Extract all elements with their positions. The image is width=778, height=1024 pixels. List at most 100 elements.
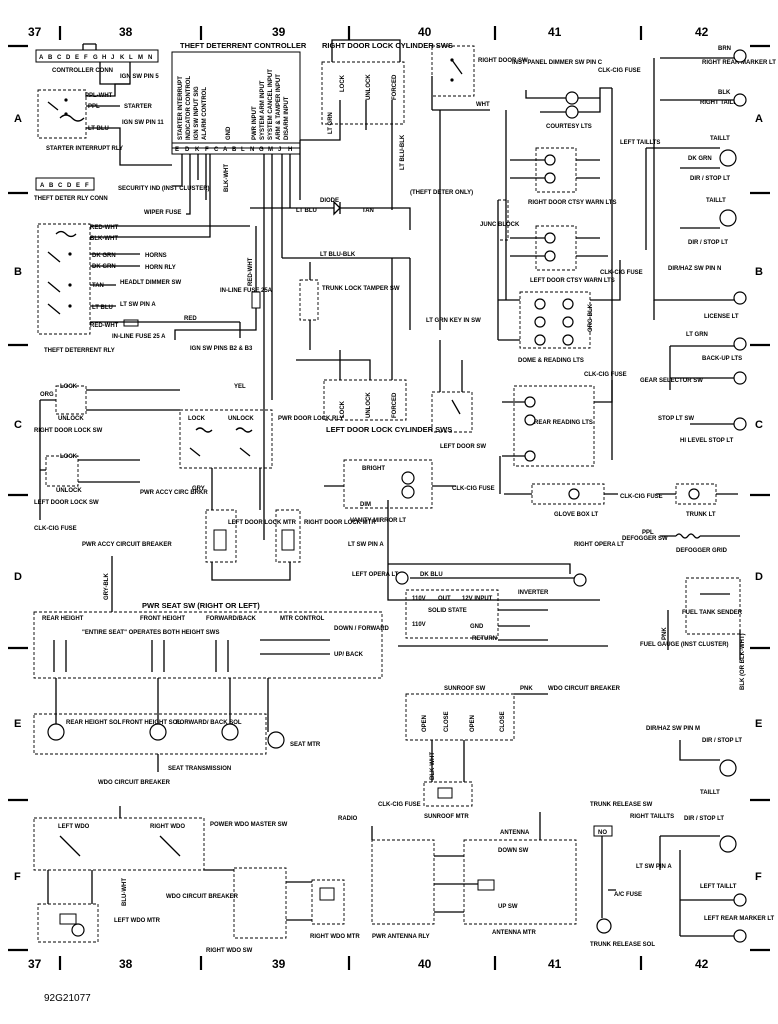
inv-solid-state: SOLID STATE bbox=[428, 608, 467, 614]
fuel-gauge-label: FUEL GAUGE (INST CLUSTER) bbox=[640, 642, 729, 648]
ldl-unlock: UNLOCK bbox=[56, 488, 82, 494]
rly-conn-B: B bbox=[49, 183, 54, 189]
dir-haz-label: DIR/HAZ SW PIN N bbox=[668, 266, 721, 272]
pwr-door-lock-relay: LOCK UNLOCK PWR DOOR LOCK RLY bbox=[179, 409, 343, 469]
wire-org-1: ORG bbox=[40, 392, 54, 398]
dir-haz-pin-m: DIR/HAZ SW PIN M bbox=[646, 726, 700, 732]
starter-ign-sw: IGN SW PIN 11 bbox=[122, 120, 164, 126]
trunk-lt-fuse: CLK-CIG FUSE bbox=[620, 494, 663, 500]
rly-conn-C: C bbox=[58, 183, 63, 189]
clk-cig-fuse-mid: CLK-CIG FUSE bbox=[600, 270, 643, 276]
conn-pin-H: H bbox=[102, 55, 106, 61]
wiper-fuse-label: WIPER FUSE bbox=[144, 210, 181, 216]
seat-entire-note: "ENTIRE SEAT" OPERATES BOTH HEIGHT SWS bbox=[82, 630, 219, 636]
glove-box-label: GLOVE BOX LT bbox=[554, 512, 599, 518]
right-door-ctsy-lamps: RIGHT DOOR CTSY WARN LTS bbox=[510, 147, 616, 206]
left-door-ctsy-lamps: LEFT DOOR CTSY WARN LTS bbox=[510, 225, 615, 284]
rear-lighting-upper: RIGHT REAR MARKER LT RIGHT TAILLT LEFT T… bbox=[620, 49, 776, 444]
hi-level-label: HI LEVEL STOP LT bbox=[680, 438, 734, 444]
theft-deterrent-relay: RED-WHT BLK-WHT DK GRN DK GRN TAN LT BLU… bbox=[37, 154, 250, 354]
inline-fuse: IN-LINE FUSE 25A IN-LINE FUSE 25 A IGN S… bbox=[112, 226, 273, 352]
clk-cig-fuse-rear: CLK-CIG FUSE bbox=[584, 372, 627, 378]
ctrl-pin-K: K bbox=[195, 147, 200, 153]
inverter-label: INVERTER bbox=[518, 590, 549, 596]
fn-disarm: DISARM INPUT bbox=[284, 96, 290, 140]
ctrl-pin-G: G bbox=[259, 147, 264, 153]
ctrl-pin-F: F bbox=[205, 147, 209, 153]
rd-cyl-forced: FORCED bbox=[392, 74, 398, 100]
ldl-name: LEFT DOOR LOCK SW bbox=[34, 500, 99, 506]
fn-system-arm: SYSTEM ARM INPUT bbox=[260, 80, 266, 140]
fn-alarm-control: ALARM CONTROL bbox=[202, 87, 208, 140]
left-door-lock-cylinder: LOCK UNLOCK FORCED LEFT DOOR LOCK CYLIND… bbox=[296, 258, 452, 434]
pdl-name: PWR DOOR LOCK RLY bbox=[278, 416, 343, 422]
relay-connector: A B C D E F THEFT DETER RLY CONN bbox=[34, 177, 108, 202]
left-door-lock-mtr: LEFT DOOR LOCK MTR bbox=[205, 509, 297, 563]
col-label-38-bottom: 38 bbox=[119, 957, 133, 971]
courtesy-lamps bbox=[525, 87, 612, 119]
tdr-wire-dkgrn-2: DK GRN bbox=[92, 264, 116, 270]
sunroof-sw-label: SUNROOF SW bbox=[444, 686, 486, 692]
col-label-41-bottom: 41 bbox=[548, 957, 562, 971]
row-label-B: B bbox=[14, 266, 22, 278]
wdo-left-label: LEFT WDO bbox=[58, 824, 90, 830]
starter-wire-ltblu: LT BLU bbox=[88, 126, 109, 132]
clk-cig-fuse-top: CLK-CIG FUSE bbox=[598, 68, 641, 74]
ctrl-pin-H: H bbox=[288, 147, 292, 153]
relay-conn-label: THEFT DETER RLY CONN bbox=[34, 196, 108, 202]
seat-solenoids: REAR HEIGHT SOL FRONT HEIGHT SOL FORWARD… bbox=[33, 678, 321, 772]
ign-sw-pin5-label: IGN SW PIN 5 bbox=[120, 74, 159, 80]
ctrl-pin-N: N bbox=[250, 147, 254, 153]
defogger-sw-label: DEFOGGER SW bbox=[622, 536, 668, 542]
inv-12v-input: 12V INPUT bbox=[462, 596, 493, 602]
rly-conn-F: F bbox=[85, 183, 89, 189]
wire-red-wht-1: RED-WHT bbox=[248, 257, 254, 286]
vanity-mirror-lt: BRIGHT DIM VANITY MIRROR LT CLK-CIG FUSE bbox=[324, 459, 495, 524]
antenna-label: ANTENNA bbox=[500, 830, 530, 836]
controller-connector: A B C D E F G H J K L M N CONTROLLER CON… bbox=[35, 43, 159, 74]
conn-pin-E: E bbox=[75, 55, 79, 61]
row-label-A-right: A bbox=[755, 113, 763, 125]
wire-ltblu-blk-2: LT BLU-BLK bbox=[400, 134, 406, 170]
col-label-37: 37 bbox=[28, 25, 42, 39]
left-door-sw-label: LEFT DOOR SW bbox=[440, 444, 486, 450]
ctrl-pin-E: E bbox=[175, 147, 179, 153]
wire-pnk-1: PNK bbox=[520, 686, 533, 692]
sunroof-open-2: OPEN bbox=[470, 715, 476, 732]
sunroof-close-2: CLOSE bbox=[500, 711, 506, 732]
grid-frame: 37 38 39 40 41 42 37 38 39 40 41 42 A B … bbox=[8, 25, 770, 971]
dome-reading-label: DOME & READING LTS bbox=[518, 358, 584, 364]
glove-box-lt: GLOVE BOX LT bbox=[504, 483, 618, 518]
clk-cig-fuse-left: CLK-CIG FUSE bbox=[34, 526, 77, 532]
inv-out: OUT bbox=[438, 596, 451, 602]
right-door-lock-cylinder: RIGHT DOOR LOCK CYLINDER SWS LOCK UNLOCK… bbox=[300, 39, 453, 210]
wdo-right-label: RIGHT WDO bbox=[150, 824, 185, 830]
ld-ctsy-label: LEFT DOOR CTSY WARN LTS bbox=[530, 278, 615, 284]
antenna-rly-label: PWR ANTENNA RLY bbox=[372, 934, 430, 940]
diode-label: DIODE bbox=[320, 198, 339, 204]
conn-pin-G: G bbox=[93, 55, 98, 61]
trunk-lt: CLK-CIG FUSE TRUNK LT bbox=[620, 483, 738, 518]
conn-pin-K: K bbox=[120, 55, 125, 61]
col-label-39-bottom: 39 bbox=[272, 957, 286, 971]
antenna-up-sw: UP SW bbox=[498, 904, 518, 910]
ldl-lock: LOCK bbox=[60, 454, 78, 460]
row-label-E-right: E bbox=[755, 718, 762, 730]
wire-gry-1: GRY bbox=[192, 486, 205, 492]
theft-deter-only-label: (THEFT DETER ONLY) bbox=[410, 190, 473, 196]
right-door-sw-label: RIGHT DOOR SW bbox=[478, 58, 528, 64]
trunk-release: TRUNK RELEASE SW NO A/C FUSE TRUNK RELEA… bbox=[590, 802, 655, 948]
license-label: LICENSE LT bbox=[704, 314, 739, 320]
seat-down-forward: DOWN / FORWARD bbox=[334, 626, 390, 632]
power-wdo-master-sw: WDO CIRCUIT BREAKER POWER WDO MASTER SW … bbox=[33, 780, 288, 871]
vanity-mirror-label: VANITY MIRROR LT bbox=[350, 518, 406, 524]
col-label-39: 39 bbox=[272, 25, 286, 39]
inv-110v-2: 110V bbox=[412, 622, 426, 628]
antenna-mtr-label: ANTENNA MTR bbox=[492, 930, 536, 936]
controller-conn-label: CONTROLLER CONN bbox=[52, 68, 113, 74]
wire-dkgrn-1: DK GRN bbox=[688, 156, 712, 162]
stop-lt-sw-label: STOP LT SW bbox=[658, 416, 694, 422]
left-taillts-label: LEFT TAILLTS bbox=[620, 140, 660, 146]
fn-gnd: GND bbox=[226, 126, 232, 140]
